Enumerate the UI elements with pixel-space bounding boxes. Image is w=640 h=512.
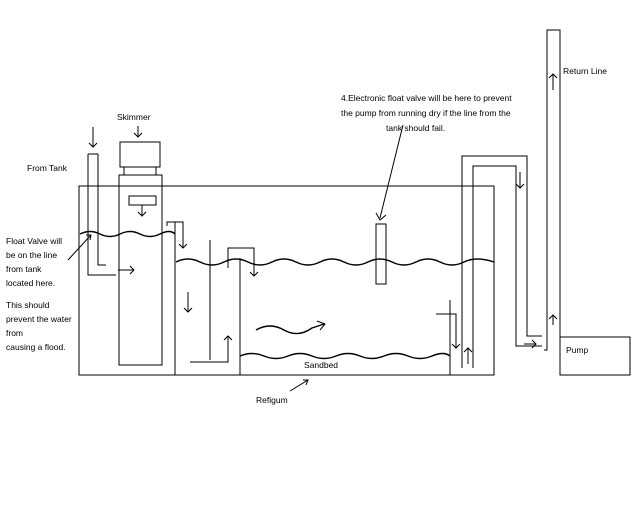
prevent-flood-note-line: from xyxy=(6,328,23,338)
electronic-float-valve xyxy=(375,223,387,285)
pump-box xyxy=(559,336,631,376)
label-skimmer: Skimmer xyxy=(117,112,151,122)
label-from-tank: From Tank xyxy=(27,163,68,173)
electronic-valve-note-line: 4.Electronic float valve will be here to… xyxy=(341,93,512,103)
float-valve-note-line: be on the line xyxy=(6,250,57,260)
refugium-inlet xyxy=(227,247,255,268)
prevent-flood-note-line: This should xyxy=(6,300,50,310)
prevent-flood-note-line: prevent the water xyxy=(6,314,72,324)
skimmer-overflow xyxy=(166,221,184,232)
float-valve-note-line: from tank xyxy=(6,264,42,274)
refugium-flow-arrow xyxy=(255,323,325,335)
label-refugium: Refigum xyxy=(256,395,288,405)
skimmer-cup xyxy=(119,141,161,168)
float-valve-note-line: Float Valve will xyxy=(6,236,62,246)
return-line xyxy=(544,29,561,351)
label-return-line: Return Line xyxy=(563,66,607,76)
drain-pipe xyxy=(87,154,116,276)
float-valve-note-line: located here. xyxy=(6,278,55,288)
sump-tank xyxy=(78,185,495,376)
pump-feed-pipe xyxy=(461,155,528,368)
electronic-valve-note-line: tank should fail. xyxy=(386,123,445,133)
electronic-valve-note-line: the pump from running dry if the line fr… xyxy=(341,108,511,118)
prevent-flood-note-line: causing a flood. xyxy=(6,342,66,352)
skimmer-neck xyxy=(123,166,157,176)
water-line-main xyxy=(175,258,495,266)
skimmer-outlet xyxy=(128,195,157,206)
sandbed-line xyxy=(239,352,451,360)
water-line-left xyxy=(79,230,176,238)
label-pump: Pump xyxy=(566,345,588,355)
label-sandbed: Sandbed xyxy=(304,360,338,370)
